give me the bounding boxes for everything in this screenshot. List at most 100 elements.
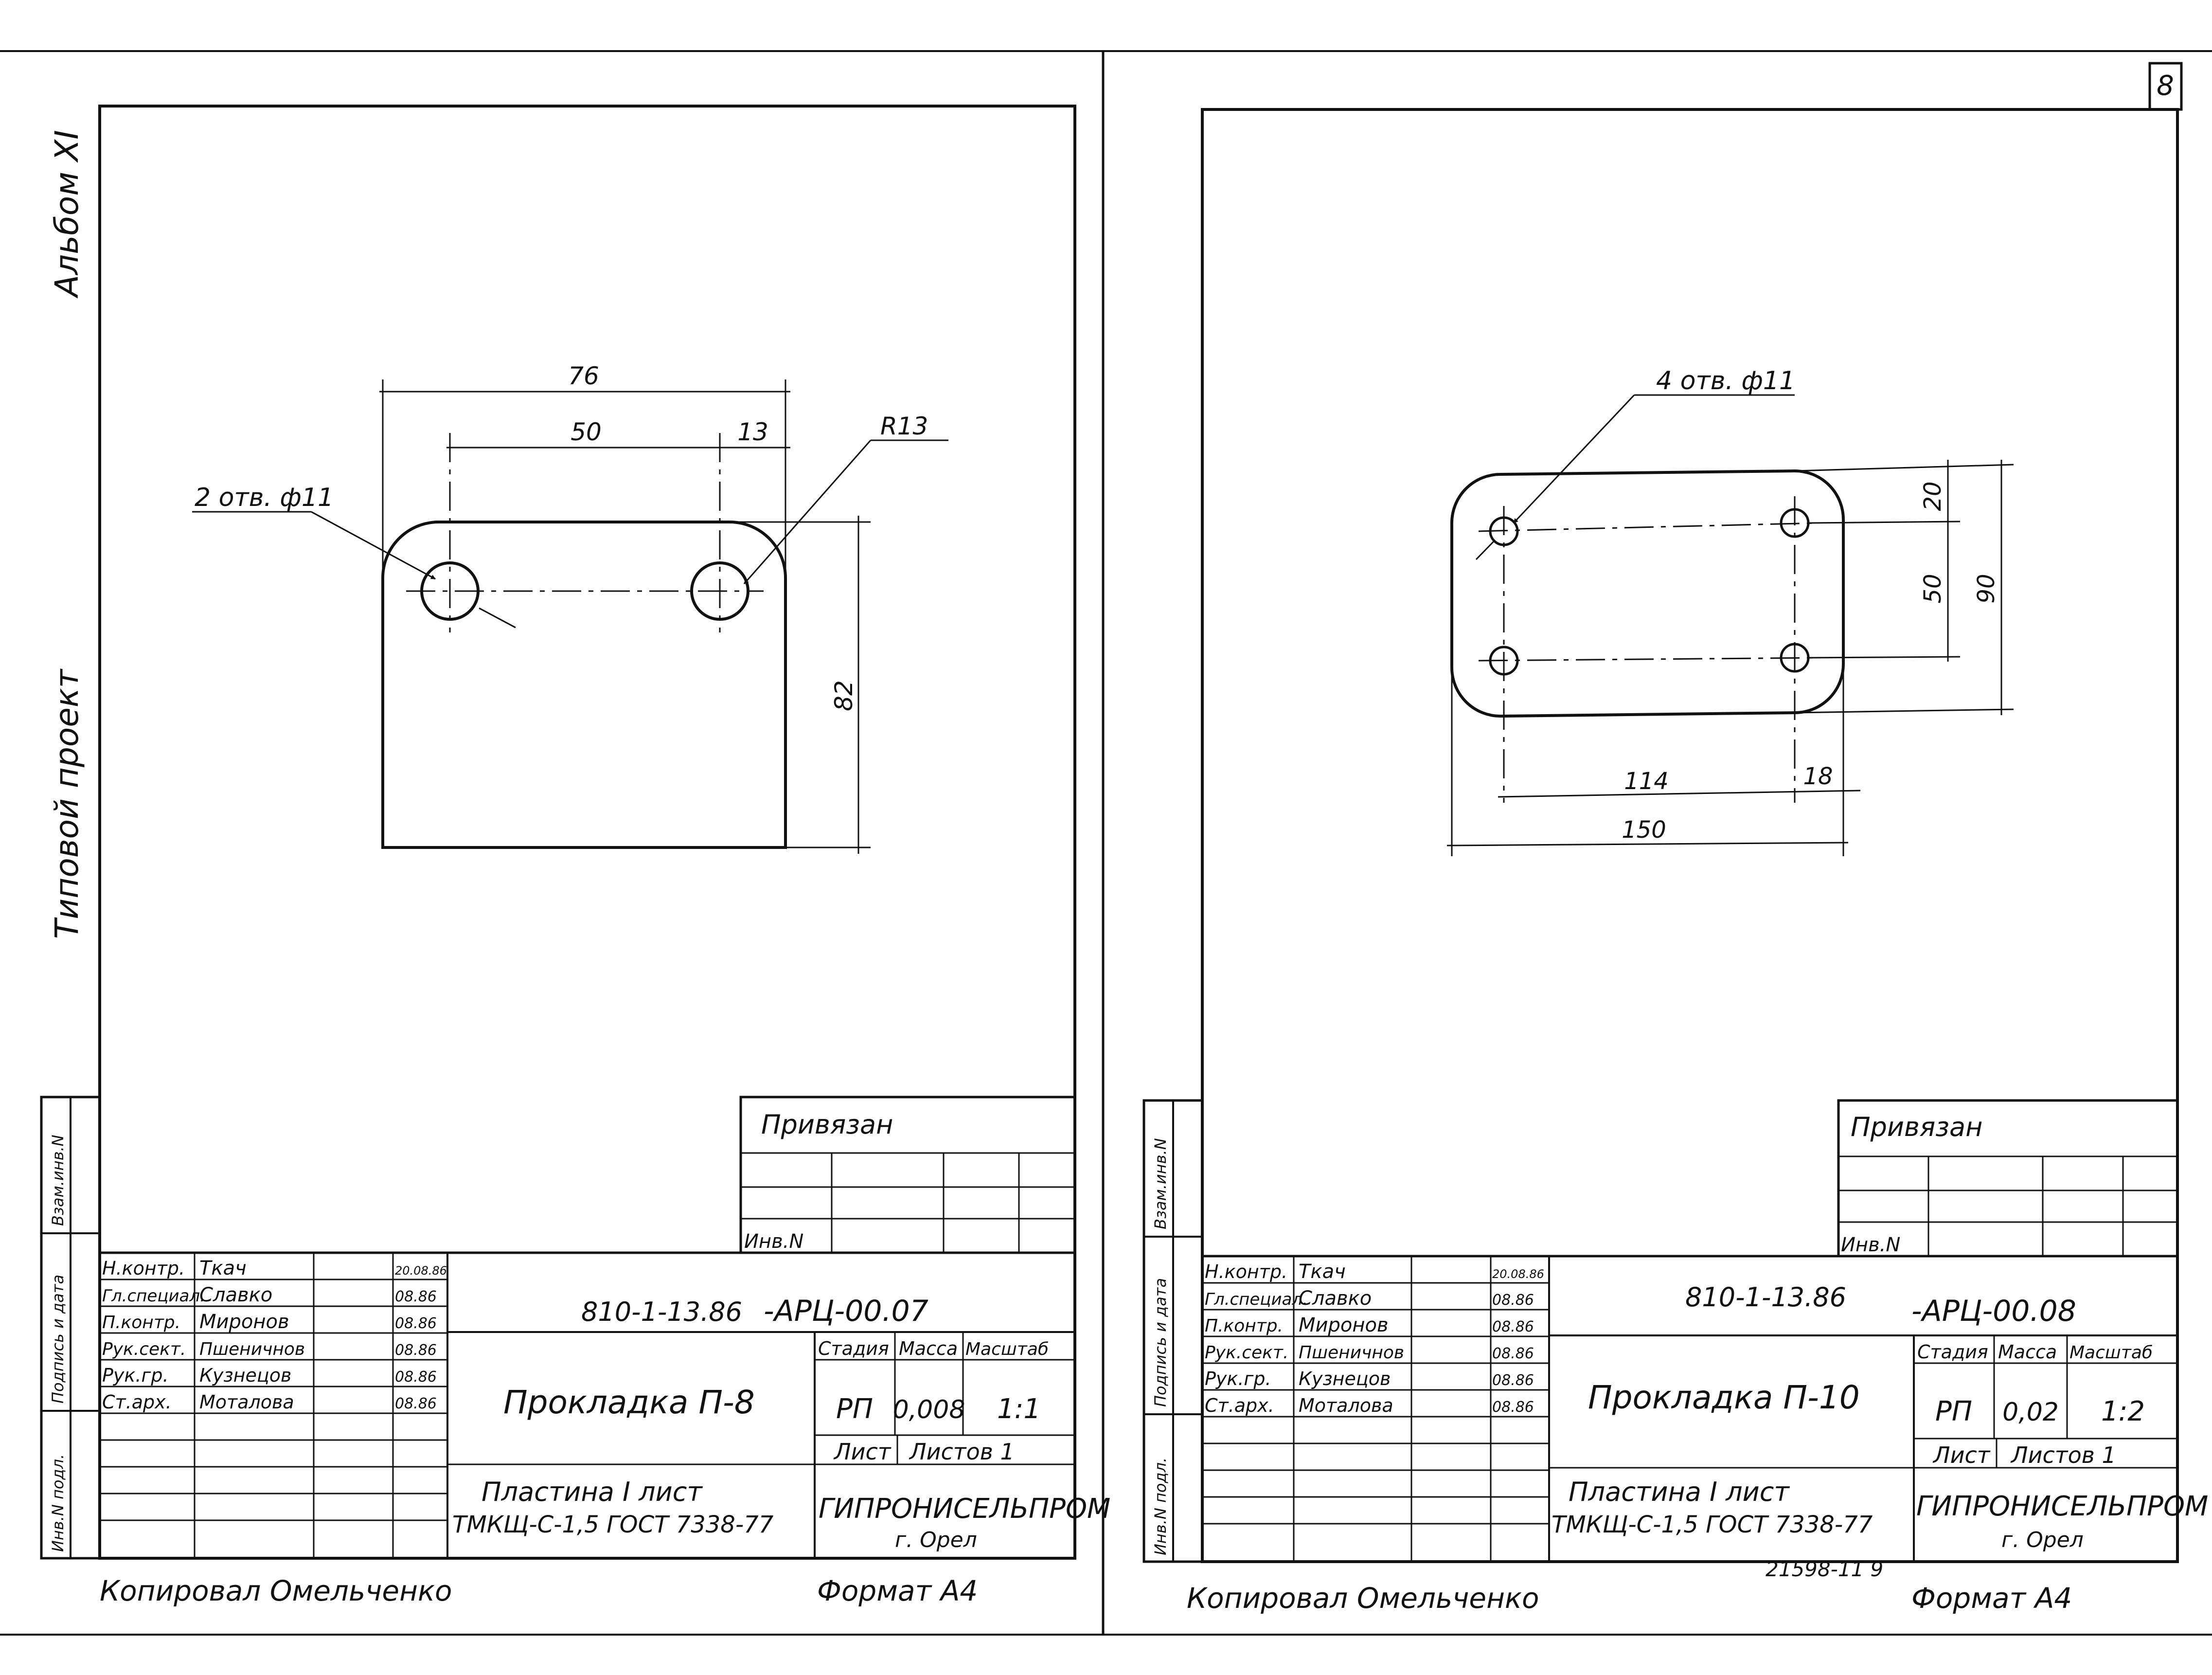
- stamp-orig-inv: Инв.N подл.: [49, 1454, 67, 1552]
- p10-leader: [1513, 394, 1635, 524]
- stamp-sign-date: Подпись и дата: [49, 1275, 67, 1404]
- right-signer-name: Пшеничнов: [1299, 1343, 1404, 1363]
- left-signer-role: Рук.гр.: [102, 1365, 169, 1386]
- left-signer-date: 08.86: [395, 1288, 437, 1305]
- p8-dim-50: 50: [571, 418, 602, 446]
- left-sheet-label: Лист: [833, 1439, 892, 1465]
- right-copied: Копировал Омельченко: [1187, 1582, 1539, 1615]
- left-format: Формат А4: [817, 1574, 978, 1607]
- right-signer-role: Рук.сект.: [1205, 1343, 1288, 1363]
- right-doc-code: 810-1-13.86: [1685, 1282, 1846, 1313]
- ext-hole-bottom: [1809, 656, 1961, 659]
- sheet-frames: [0, 50, 2212, 1636]
- stamp-orig-inv-2: Инв.N подл.: [1151, 1458, 1170, 1555]
- stamp-sign-date-2: Подпись и дата: [1151, 1278, 1170, 1407]
- p8-dim-13: 13: [737, 418, 768, 446]
- left-mass-label: Масса: [899, 1338, 958, 1359]
- left-sheets-label: Листов 1: [909, 1439, 1015, 1465]
- right-signer-role: Н.контр.: [1205, 1261, 1287, 1282]
- right-scale-label: Масштаб: [2069, 1343, 2153, 1363]
- left-signer-role: Н.контр.: [102, 1258, 185, 1279]
- left-signer-name: Миронов: [199, 1311, 289, 1333]
- p8-radius-callout: R13: [880, 412, 928, 440]
- right-privyazan: Привязан: [1851, 1112, 1982, 1142]
- p10-dim-150: 150: [1622, 816, 1666, 844]
- part-p8: [192, 379, 948, 854]
- p10-dim-50: 50: [1919, 574, 1946, 603]
- right-signer-date: 08.86: [1492, 1292, 1534, 1309]
- p10-center-bottom: [1478, 657, 1820, 662]
- right-signer-date: 08.86: [1492, 1372, 1534, 1389]
- right-extra-code: 21598-11 9: [1766, 1557, 1883, 1581]
- part-p10-outline: [1450, 469, 1845, 718]
- left-scale-label: Масштаб: [965, 1339, 1049, 1359]
- right-scale: 1:2: [2101, 1396, 2145, 1427]
- left-signer-role: Ст.арх.: [102, 1391, 172, 1413]
- right-city: г. Орел: [2001, 1528, 2084, 1552]
- right-doc-suffix: -АРЦ-00.08: [1911, 1294, 2076, 1328]
- p10-dim-20: 20: [1919, 481, 1946, 511]
- holes-leader: [311, 511, 436, 580]
- right-material-2: ТМКЩ-С-1,5 ГОСТ 7338-77: [1552, 1511, 1873, 1538]
- right-signer-role: Рук.гр.: [1205, 1368, 1271, 1389]
- left-stage: РП: [836, 1393, 873, 1425]
- ext-hole-top: [1809, 521, 1961, 524]
- radius-leader: [743, 440, 872, 584]
- p10-dim-114: 114: [1624, 768, 1669, 795]
- p10-holes-callout: 4 отв. ф11: [1656, 366, 1795, 396]
- left-stage-label: Стадия: [818, 1338, 889, 1359]
- left-signer-role: П.контр.: [102, 1313, 180, 1333]
- part-p10: [1446, 394, 2014, 856]
- left-signer-name: Пшеничнов: [199, 1339, 305, 1359]
- right-material-1: Пластина I лист: [1569, 1477, 1790, 1507]
- left-signer-date: 08.86: [395, 1369, 437, 1386]
- p8-dim-82: 82: [830, 680, 858, 711]
- right-signer-name: Кузнецов: [1299, 1368, 1391, 1389]
- right-signer-name: Моталова: [1299, 1395, 1393, 1416]
- left-mass: 0,008: [893, 1395, 965, 1424]
- ext-bottom: [1794, 708, 2014, 714]
- right-part-name: Прокладка П-10: [1588, 1379, 1860, 1416]
- right-signer-name: Славко: [1299, 1287, 1372, 1310]
- left-city: г. Орел: [895, 1528, 977, 1552]
- left-signer-date: 08.86: [395, 1395, 437, 1412]
- right-stage-label: Стадия: [1917, 1341, 1988, 1363]
- dim-114-18-line: [1498, 790, 1861, 798]
- right-signer-name: Миронов: [1299, 1314, 1389, 1336]
- project-label: Типовой проект: [48, 668, 86, 939]
- left-signer-name: Славко: [199, 1284, 272, 1306]
- left-signer-name: Моталова: [199, 1391, 294, 1413]
- p8-dim-76: 76: [568, 362, 599, 390]
- right-signer-date: 08.86: [1492, 1399, 1534, 1416]
- left-signer-name: Ткач: [199, 1257, 247, 1279]
- holes-leader-tail: [479, 607, 516, 629]
- dim-150-line: [1446, 842, 1849, 847]
- sheet-number: 8: [2157, 70, 2174, 102]
- right-mass: 0,02: [2002, 1398, 2059, 1427]
- left-copied: Копировал Омельченко: [100, 1574, 452, 1607]
- left-doc-code: 810-1-13.86: [581, 1297, 742, 1327]
- left-doc-suffix: -АРЦ-00.07: [764, 1294, 928, 1328]
- left-privyazan: Привязан: [761, 1109, 893, 1140]
- left-margin-stamp: [40, 1096, 101, 1560]
- left-title-block-lines: [98, 1096, 1076, 1560]
- right-stage: РП: [1935, 1396, 1972, 1427]
- p8-holes-callout: 2 отв. ф11: [195, 483, 334, 512]
- p10-center-top: [1478, 522, 1820, 532]
- left-signer-date: 08.86: [395, 1315, 437, 1332]
- right-signer-role: П.контр.: [1205, 1316, 1283, 1336]
- p10-dim-90: 90: [1973, 574, 2000, 603]
- sheet-number-box: [2148, 62, 2183, 111]
- left-org: ГИПРОНИСЕЛЬПРОМ: [819, 1493, 1110, 1525]
- left-inv-n: Инв.N: [744, 1230, 803, 1253]
- left-material-1: Пластина I лист: [482, 1477, 703, 1507]
- part-p8-outline: [381, 521, 787, 849]
- right-sheets-label: Листов 1: [2010, 1442, 2116, 1468]
- left-signer-date: 08.86: [395, 1342, 437, 1359]
- right-format: Формат А4: [1911, 1582, 2072, 1615]
- left-material-2: ТМКЩ-С-1,5 ГОСТ 7338-77: [452, 1511, 774, 1538]
- right-org: ГИПРОНИСЕЛЬПРОМ: [1916, 1491, 2208, 1522]
- left-scale: 1:1: [997, 1393, 1041, 1425]
- left-signer-role: Рук.сект.: [102, 1339, 186, 1359]
